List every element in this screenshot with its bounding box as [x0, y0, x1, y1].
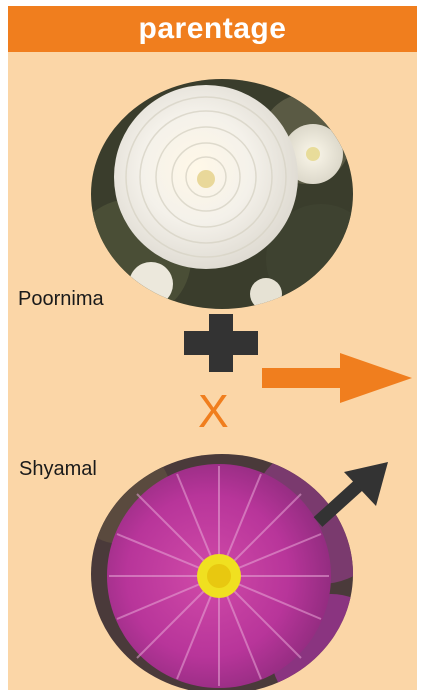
arrow-right-icon — [262, 353, 412, 403]
panel-title: parentage — [8, 6, 417, 52]
male-parent-name: Shyamal — [19, 458, 97, 481]
cross-symbol: X — [198, 386, 229, 436]
parentage-panel: parentage — [8, 6, 417, 690]
female-parent-name: Poornima — [18, 288, 104, 311]
female-symbol-icon — [184, 314, 258, 372]
poornima-flower-image — [91, 79, 353, 309]
male-symbol-icon — [308, 462, 388, 532]
